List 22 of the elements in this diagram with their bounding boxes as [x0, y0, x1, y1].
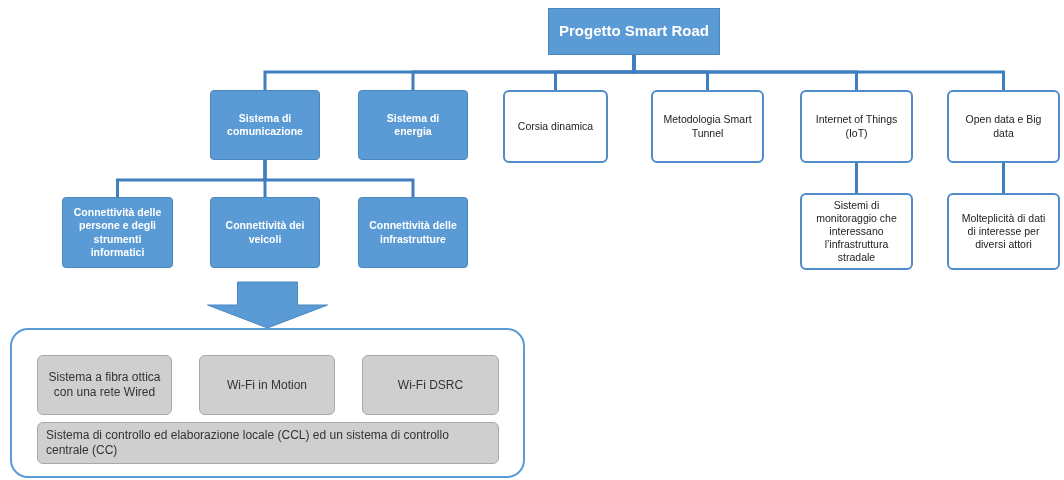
process-box: Sistemi di monitoraggio che interessano l’infrastruttura stradale	[800, 193, 913, 270]
block-arrow	[207, 281, 328, 329]
group-panel	[10, 328, 525, 478]
process-box: Sistema a fibra ottica con una rete Wired	[37, 355, 172, 415]
process-box: Wi-Fi DSRC	[362, 355, 499, 415]
process-box: Corsia dinamica	[503, 90, 608, 163]
connector-line	[263, 160, 415, 197]
process-box: Connettività dei veicoli	[210, 197, 320, 268]
process-box: Sistema di controllo ed elaborazione locale (CCL) ed un sistema di controllo centrale (CC)	[37, 422, 499, 464]
connector-line	[1002, 163, 1005, 193]
process-box: Connettività delle persone e degli strumenti informatici	[62, 197, 173, 268]
process-box: Connettività delle infrastrutture	[358, 197, 468, 268]
process-box: Wi-Fi in Motion	[199, 355, 335, 415]
connector-line	[632, 55, 1005, 90]
process-box: Molteplicità di dati di interesse per diversi attori	[947, 193, 1060, 270]
process-box: Open data e Big data	[947, 90, 1060, 163]
process-box: Sistema di energia	[358, 90, 468, 160]
process-box: Metodologia Smart Tunnel	[651, 90, 764, 163]
title-box: Progetto Smart Road	[548, 8, 720, 55]
process-box: Sistema di comunicazione	[210, 90, 320, 160]
connector-line	[855, 163, 858, 193]
process-box: Internet of Things (IoT)	[800, 90, 913, 163]
